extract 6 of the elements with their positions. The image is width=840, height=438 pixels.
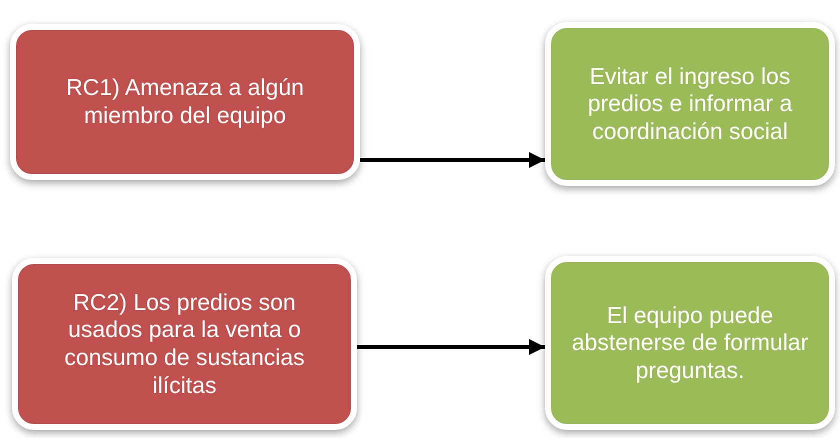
box-text: Evitar el ingreso los predios e informar a coordinación social	[586, 62, 794, 146]
arrow	[357, 339, 545, 355]
box-text: RC1) Amenaza a algún miembro del equipo	[65, 74, 305, 130]
arrow	[360, 152, 545, 168]
box-text: RC2) Los predios son usados para la venta o consumo de sustancias ilícitas	[63, 288, 306, 400]
box-text: El equipo puede abstenerse de formular preguntas.	[570, 302, 810, 384]
